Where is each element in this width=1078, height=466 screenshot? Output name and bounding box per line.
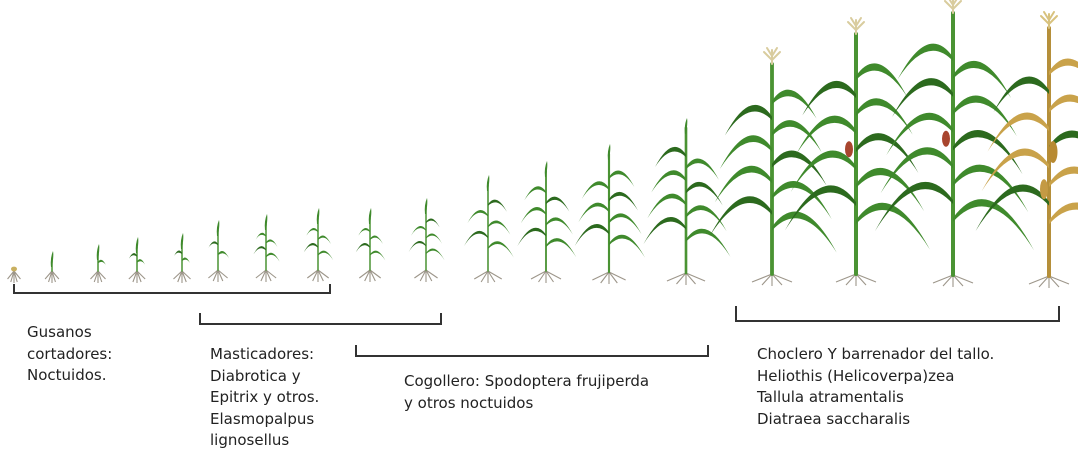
label-line: Tallula atramentalis: [757, 387, 994, 409]
corn-plant-stage-16: [785, 18, 930, 286]
label-masticadores: Masticadores: Diabrotica y Epitrix y otr…: [210, 344, 319, 452]
corn-plant-stage-3: [90, 244, 106, 283]
corn-plant-stage-11: [464, 175, 514, 283]
label-cogollero: Cogollero: Spodoptera frujiperda y otros…: [404, 371, 649, 414]
label-line: Elasmopalpus: [210, 409, 319, 431]
label-line: cortadores:: [27, 344, 112, 366]
corn-plant-stage-9: [356, 208, 386, 282]
corn-plant-stage-1: [8, 267, 21, 283]
bracket-masticadores: [200, 313, 441, 324]
corn-plant-stage-4: [129, 237, 145, 283]
label-line: Noctuidos.: [27, 365, 112, 387]
label-choclero-barrenador: Choclero Y barrenador del tallo. Helioth…: [757, 344, 994, 430]
label-line: Heliothis (Helicoverpa)zea: [757, 366, 994, 388]
corn-plant-stage-18: [976, 12, 1078, 288]
bracket-cogollero: [356, 345, 708, 356]
label-gusanos-cortadores: Gusanos cortadores: Noctuidos.: [27, 322, 112, 387]
corn-plant-stage-6: [208, 220, 229, 282]
bracket-choclero: [736, 306, 1059, 321]
corn-plant-stage-5: [173, 233, 190, 283]
corn-plant-stage-2: [45, 251, 59, 283]
corn-plant-stage-8: [304, 208, 334, 282]
label-line: y otros noctuidos: [404, 393, 649, 415]
corn-plant-stage-14: [643, 118, 730, 285]
corn-plant-stage-15: [710, 48, 837, 286]
label-line: Masticadores:: [210, 344, 319, 366]
label-line: Epitrix y otros.: [210, 387, 319, 409]
bracket-gusanos: [14, 284, 330, 293]
label-line: Diatraea saccharalis: [757, 409, 994, 431]
label-line: Choclero Y barrenador del tallo.: [757, 344, 994, 366]
label-line: Gusanos: [27, 322, 112, 344]
label-line: lignosellus: [210, 430, 319, 452]
label-line: Diabrotica y: [210, 366, 319, 388]
corn-plant-stage-17: [875, 0, 1034, 287]
corn-plant-stage-13: [575, 144, 645, 284]
label-line: Cogollero: Spodoptera frujiperda: [404, 371, 649, 393]
corn-plant-stage-12: [517, 161, 576, 283]
corn-plant-stage-10: [409, 198, 445, 282]
corn-plant-stage-7: [253, 214, 279, 282]
